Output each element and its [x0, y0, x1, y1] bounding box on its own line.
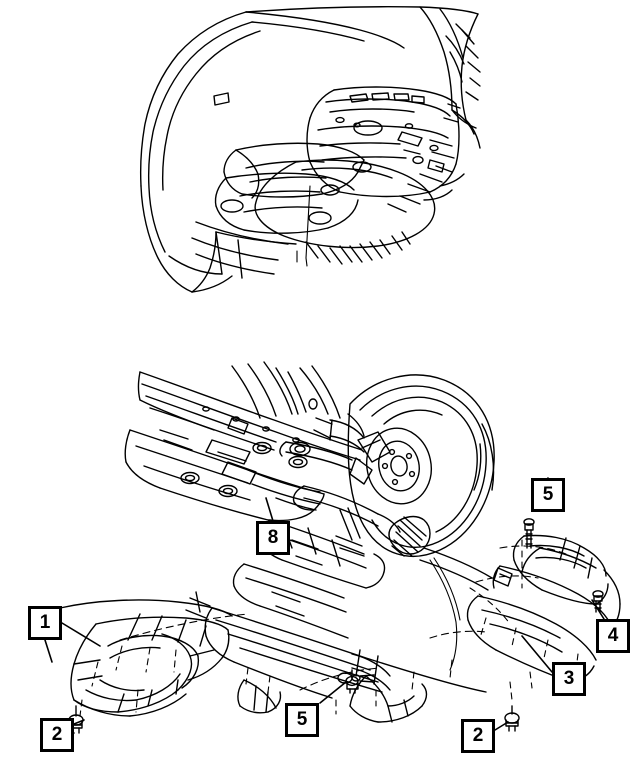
callout-5-center[interactable]: 5: [285, 703, 319, 737]
callout-5-right[interactable]: 5: [531, 478, 565, 512]
callout-2-left[interactable]: 2: [40, 718, 74, 752]
callout-2-right[interactable]: 2: [461, 719, 495, 753]
callout-3[interactable]: 3: [552, 662, 586, 696]
upper-view-artwork: [139, 6, 481, 293]
callout-1[interactable]: 1: [28, 606, 62, 640]
callout-4[interactable]: 4: [596, 619, 630, 653]
lower-view-artwork: [44, 361, 621, 737]
callout-8[interactable]: 8: [256, 521, 290, 555]
